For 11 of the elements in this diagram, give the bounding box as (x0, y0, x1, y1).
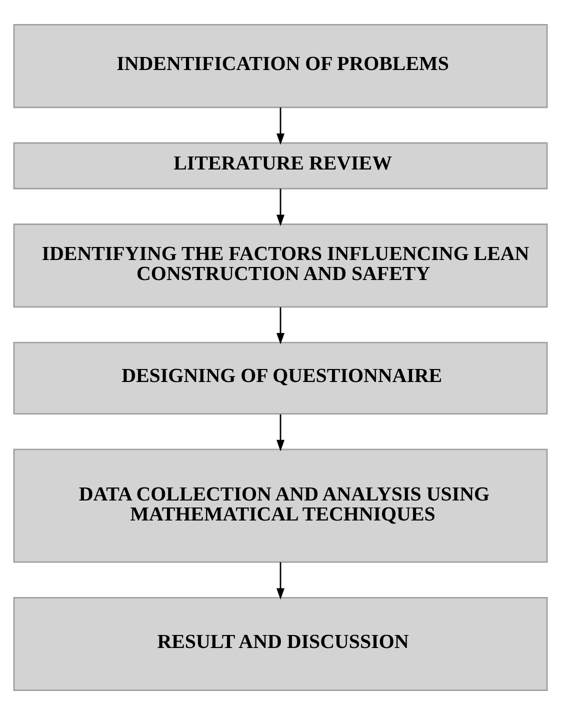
arrow (276, 188, 284, 226)
node-box: DATA COLLECTION AND ANALYSIS USING MATHEMATICAL TECHNIQUES (13, 448, 548, 563)
node-box: LITERATURE REVIEW (13, 142, 548, 190)
arrow (276, 562, 284, 600)
node-box: RESULT AND DISCUSSION (13, 596, 548, 692)
node-box: DESIGNING OF QUESTIONNAIRE (13, 342, 548, 415)
node-box: IDENTIFYING THE FACTORS INFLUENCING LEAN CONSTRUCTION AND SAFETY (13, 224, 548, 308)
arrow (276, 414, 284, 452)
arrow (276, 307, 284, 344)
node-box: INDENTIFICATION OF PROBLEMS (13, 24, 548, 108)
arrow (276, 107, 284, 145)
